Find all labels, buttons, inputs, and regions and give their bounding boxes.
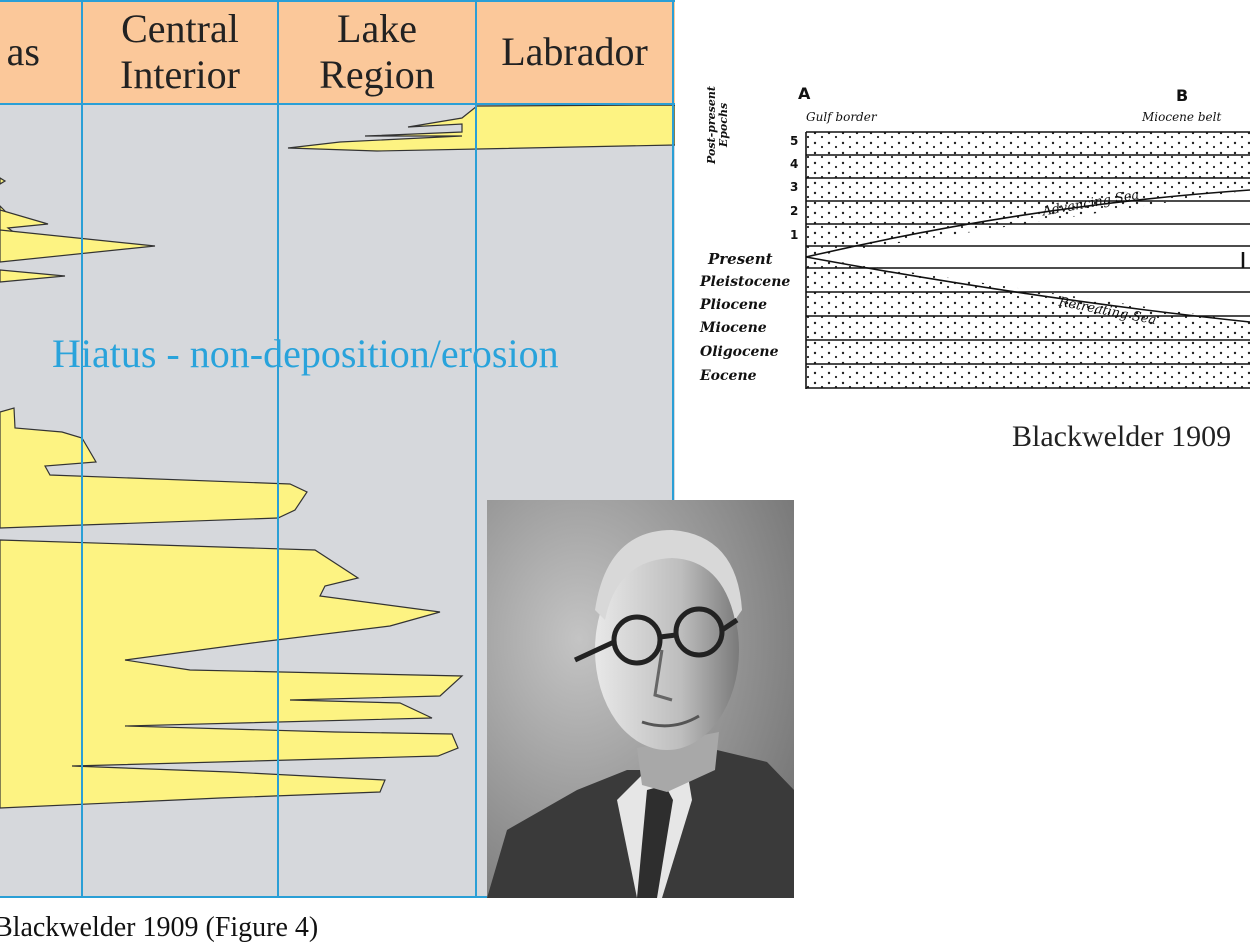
deposit-lower-lobe: [0, 539, 464, 809]
post-present-epochs-label: Post-present Epochs: [705, 86, 730, 164]
column-header-lake-region: Lake Region: [319, 6, 435, 97]
column-header-labrador: Labrador: [501, 29, 648, 74]
column-header-central-interior: Central Interior: [120, 6, 240, 97]
epoch-eocene: Eocene: [700, 368, 757, 384]
deposit-sliver-1: [0, 177, 7, 185]
future-epoch-3: 3: [790, 180, 799, 194]
portrait-photo: [487, 500, 794, 898]
column-grid: [0, 0, 675, 898]
deposit-upper-lobe: [0, 407, 308, 529]
future-epoch-4: 4: [790, 157, 799, 171]
deposit-wedge-3: [0, 269, 66, 283]
advancing-retreating-sea-cross-section: [805, 131, 1250, 389]
deposit-wedge-2: [0, 229, 156, 263]
cross-section-caption: Blackwelder 1909: [1012, 420, 1232, 453]
deposit-labrador-top: [287, 104, 675, 152]
point-a-label: A: [798, 84, 811, 103]
future-epoch-5: 5: [790, 134, 799, 148]
wheeler-diagram-caption: Blackwelder 1909 (Figure 4): [0, 912, 319, 943]
miocene-belt-label: Miocene belt: [1142, 110, 1222, 124]
future-epoch-2: 2: [790, 204, 799, 218]
future-epoch-1: 1: [790, 228, 799, 242]
gulf-border-label: Gulf border: [806, 110, 877, 124]
epoch-pleistocene: Pleistocene: [700, 274, 791, 290]
epoch-miocene: Miocene: [700, 320, 767, 336]
epoch-oligocene: Oligocene: [700, 344, 779, 360]
column-header-texas: as: [6, 29, 40, 74]
point-b-label: B: [1176, 86, 1189, 105]
epoch-present: Present: [708, 250, 773, 268]
hiatus-label: Hiatus - non-deposition/erosion: [52, 331, 559, 376]
deposit-bodies: [0, 104, 675, 809]
epoch-pliocene: Pliocene: [700, 297, 768, 313]
header-band: [0, 0, 675, 104]
